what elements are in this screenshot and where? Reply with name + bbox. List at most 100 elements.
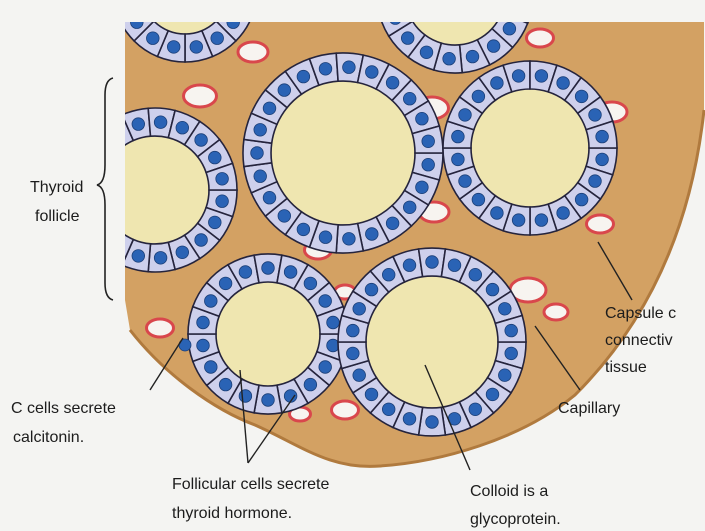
capillary	[587, 215, 614, 233]
cell-nucleus	[575, 90, 588, 103]
label-capsule-3: tissue	[605, 359, 647, 376]
follicular-cell	[83, 130, 119, 165]
cell-nucleus	[304, 277, 317, 290]
cell-nucleus	[505, 324, 518, 337]
cell-nucleus	[499, 303, 512, 316]
cell-nucleus	[365, 283, 378, 296]
cell-nucleus	[209, 216, 222, 229]
cell-nucleus	[382, 403, 395, 416]
cell-nucleus	[343, 61, 356, 74]
thyroid-follicle	[443, 61, 617, 235]
capillary	[544, 304, 568, 320]
thyroid-follicle	[188, 254, 348, 414]
cell-nucleus	[401, 32, 414, 45]
cell-nucleus	[176, 246, 189, 259]
cell-nucleus	[382, 268, 395, 281]
cell-nucleus	[195, 234, 208, 247]
cell-nucleus	[132, 250, 145, 263]
cell-nucleus	[347, 347, 360, 360]
cell-nucleus	[466, 50, 479, 63]
cell-nucleus	[197, 316, 210, 329]
cell-nucleus	[190, 41, 203, 54]
cell-nucleus	[319, 63, 332, 76]
cell-nucleus	[557, 207, 570, 220]
cell-nucleus	[167, 41, 180, 54]
label-capsule-1: Capsule c	[605, 305, 676, 322]
cell-nucleus	[154, 251, 167, 264]
cell-nucleus	[575, 193, 588, 206]
follicular-cell	[74, 151, 107, 181]
cell-nucleus	[459, 109, 472, 122]
cell-nucleus	[472, 193, 485, 206]
cell-nucleus	[211, 32, 224, 45]
cell-nucleus	[403, 259, 416, 272]
cell-nucleus	[472, 90, 485, 103]
label-c-cells-2: calcitonin.	[13, 429, 84, 446]
cell-nucleus	[154, 116, 167, 129]
label-follicular-1: Follicular cells secrete	[172, 476, 329, 493]
follicular-cell	[502, 0, 533, 23]
cell-nucleus	[459, 175, 472, 188]
cell-nucleus	[448, 259, 461, 272]
cell-nucleus	[386, 217, 399, 230]
cell-nucleus	[491, 207, 504, 220]
cell-nucleus	[319, 361, 332, 374]
cell-nucleus	[254, 124, 267, 137]
cell-nucleus	[426, 416, 439, 429]
cell-nucleus	[304, 378, 317, 391]
label-follicle: follicle	[35, 208, 80, 225]
cell-nucleus	[512, 70, 525, 83]
capillary	[184, 85, 217, 107]
cell-nucleus	[353, 303, 366, 316]
cell-nucleus	[452, 153, 465, 166]
cell-nucleus	[319, 231, 332, 244]
cell-nucleus	[209, 151, 222, 164]
cell-nucleus	[491, 77, 504, 90]
cell-nucleus	[596, 130, 609, 143]
cell-nucleus	[487, 40, 500, 53]
cell-nucleus	[389, 12, 402, 25]
cell-nucleus	[426, 256, 439, 269]
cell-nucleus	[195, 134, 208, 147]
label-colloid-1: Colloid is a	[470, 483, 548, 500]
cell-nucleus	[176, 121, 189, 134]
label-thyroid: Thyroid	[30, 179, 83, 196]
cell-nucleus	[236, 0, 249, 8]
cell-nucleus	[499, 369, 512, 382]
cell-nucleus	[469, 403, 482, 416]
cell-nucleus	[343, 233, 356, 246]
cell-nucleus	[422, 135, 435, 148]
cell-nucleus	[263, 102, 276, 115]
label-c-cells-1: C cells secrete	[11, 400, 116, 417]
cell-nucleus	[353, 369, 366, 382]
cell-nucleus	[403, 92, 416, 105]
cell-nucleus	[278, 84, 291, 97]
label-capillary: Capillary	[558, 400, 620, 417]
label-capsule-2: connectiv	[605, 332, 673, 349]
capillary	[147, 319, 174, 337]
cell-nucleus	[219, 277, 232, 290]
cell-nucleus	[535, 70, 548, 83]
label-colloid-2: glycoprotein.	[470, 511, 561, 528]
cell-nucleus	[385, 0, 398, 1]
cell-nucleus	[327, 316, 340, 329]
cell-nucleus	[239, 266, 252, 279]
cell-nucleus	[366, 228, 379, 241]
cell-nucleus	[366, 66, 379, 79]
cell-nucleus	[422, 158, 435, 171]
cell-nucleus	[512, 214, 525, 227]
cell-nucleus	[131, 16, 144, 29]
follicular-cell	[113, 0, 144, 18]
cell-nucleus	[557, 77, 570, 90]
cell-nucleus	[297, 70, 310, 83]
thyroid-follicle	[243, 53, 443, 253]
thyroid-follicle	[338, 248, 526, 436]
cell-nucleus	[239, 390, 252, 403]
cell-nucleus	[263, 191, 276, 204]
cell-nucleus	[535, 214, 548, 227]
cell-nucleus	[216, 173, 229, 186]
cell-nucleus	[216, 195, 229, 208]
cell-nucleus	[205, 295, 218, 308]
thyroid-follicle	[73, 108, 237, 272]
